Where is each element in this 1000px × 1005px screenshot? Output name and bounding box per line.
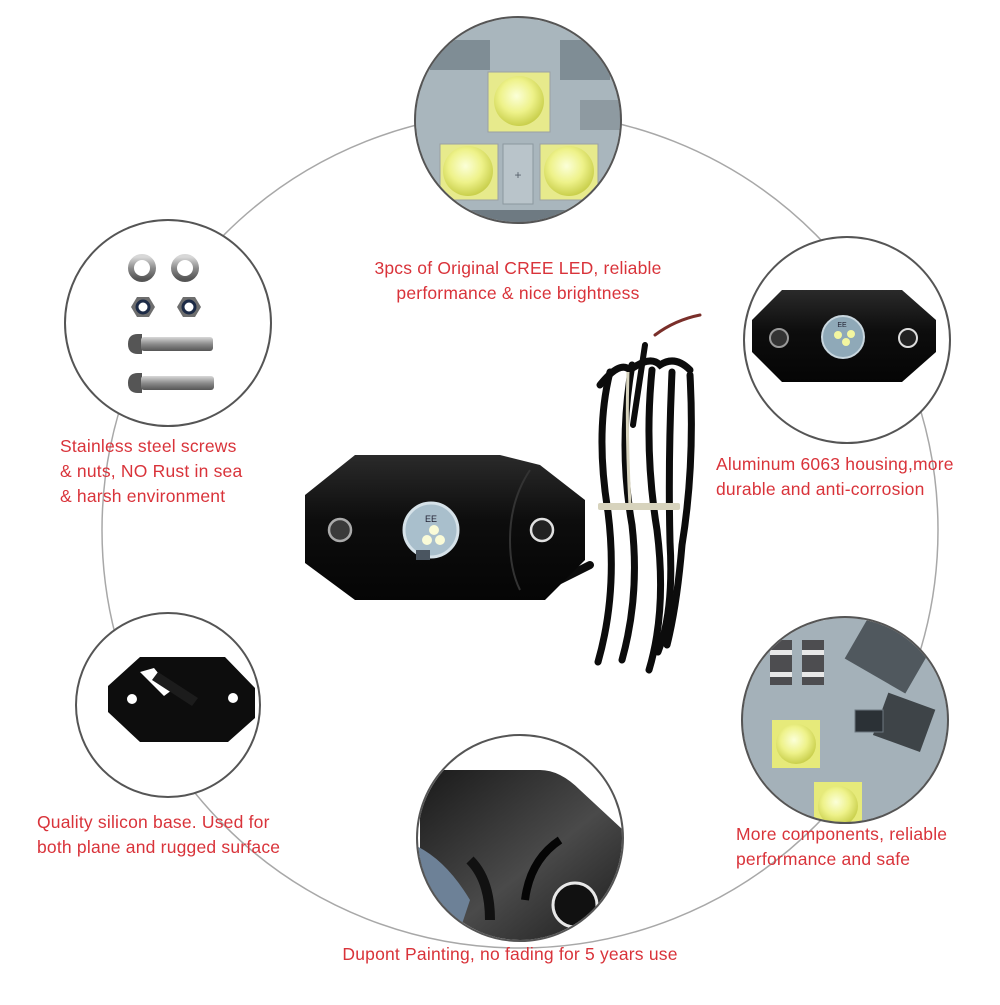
stainless-screws-image <box>64 219 272 427</box>
aluminum-housing-image: EE <box>743 236 951 444</box>
caption-line: 3pcs of Original CREE LED, reliable <box>374 258 662 278</box>
caption-line: Aluminum 6063 housing,more <box>716 454 954 474</box>
caption-line: performance & nice brightness <box>396 283 640 303</box>
caption-screws: Stainless steel screws & nuts, NO Rust i… <box>60 434 242 509</box>
pcb-components-image <box>741 616 949 824</box>
caption-line: both plane and rugged surface <box>37 837 281 857</box>
cable-tie <box>598 503 680 510</box>
caption-line: Quality silicon base. Used for <box>37 812 270 832</box>
caption-line: More components, reliable <box>736 824 948 844</box>
caption-painting: Dupont Painting, no fading for 5 years u… <box>300 942 720 967</box>
cree-led-image: + <box>414 16 622 224</box>
caption-line: performance and safe <box>736 849 911 869</box>
silicon-base-image <box>75 612 261 798</box>
center-rock-light: EE <box>305 313 702 674</box>
caption-line: & nuts, NO Rust in sea <box>60 461 243 481</box>
caption-line: Stainless steel screws <box>60 436 237 456</box>
caption-cree-led: 3pcs of Original CREE LED, reliable perf… <box>350 256 686 306</box>
svg-text:EE: EE <box>837 322 847 329</box>
svg-text:+: + <box>514 168 521 182</box>
caption-line: Dupont Painting, no fading for 5 years u… <box>342 944 678 964</box>
caption-housing: Aluminum 6063 housing,more durable and a… <box>716 452 954 502</box>
mount-hole-right <box>529 517 555 543</box>
caption-silicon-base: Quality silicon base. Used for both plan… <box>37 810 280 860</box>
dupont-painting-image <box>416 734 624 942</box>
mount-hole-left <box>327 517 353 543</box>
caption-line: durable and anti-corrosion <box>716 479 925 499</box>
caption-line: & harsh environment <box>60 486 226 506</box>
led-label: EE <box>425 514 437 524</box>
caption-components: More components, reliable performance an… <box>736 822 947 872</box>
